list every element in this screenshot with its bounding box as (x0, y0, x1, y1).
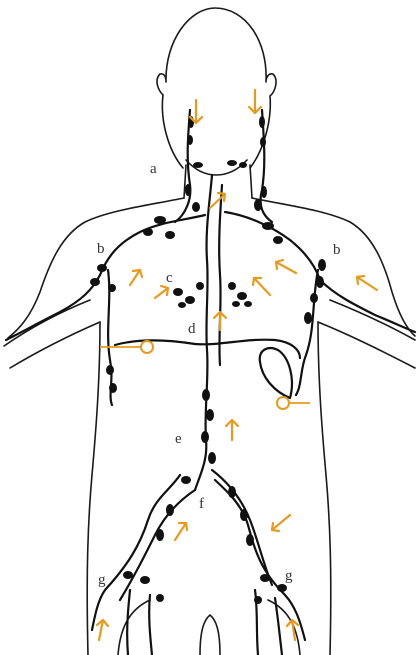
lymph-node (109, 383, 117, 393)
left-leg-vessel-1 (127, 590, 130, 655)
lymph-node (260, 574, 270, 582)
lymph-node (254, 199, 262, 211)
label-f: f (199, 496, 204, 512)
lymph-node (237, 292, 247, 300)
head-outline (157, 8, 276, 168)
right-axillary (320, 280, 415, 332)
left-arm-mid (4, 300, 90, 346)
label-a: a (150, 161, 157, 177)
down-arrow-icon (249, 90, 261, 113)
lymph-node (228, 282, 236, 290)
lymph-node (140, 576, 150, 584)
lymph-node (181, 476, 191, 484)
lymph-node (97, 264, 107, 272)
lymph-node (261, 186, 267, 198)
lymph-node (228, 486, 236, 498)
left-subclavian (100, 215, 205, 275)
lymph-node (310, 293, 318, 303)
left-leg-vessel-2 (149, 595, 152, 655)
lymph-node (187, 135, 193, 145)
lymph-node (318, 259, 326, 271)
lymph-node (185, 184, 191, 196)
lymph-node (178, 302, 186, 308)
lymph-node (166, 504, 174, 516)
up-arrow-icon (190, 100, 202, 123)
thoracic-duct-parallel (219, 185, 222, 365)
spleen-loop (260, 348, 292, 398)
right-arm-inner (318, 322, 415, 368)
up-arrow-icon (253, 278, 270, 295)
jaw-outline (186, 160, 247, 175)
circle-pointer-icon (277, 397, 289, 409)
lymph-node (259, 116, 265, 128)
lymph-node (196, 282, 204, 290)
lymph-node (316, 276, 324, 288)
label-b-left: b (97, 241, 105, 257)
label-d: d (188, 321, 196, 337)
label-e: e (175, 431, 182, 447)
lymph-node (156, 529, 164, 541)
right-lateral-trunk (296, 270, 318, 395)
label-c: c (166, 270, 173, 286)
lymph-node (108, 284, 116, 292)
body-outline (4, 8, 415, 655)
circle-pointer-icon (141, 341, 153, 353)
lymph-node (123, 571, 133, 579)
lymph-node (277, 584, 287, 592)
right-iliac (215, 480, 305, 640)
up-arrow-icon (214, 312, 226, 330)
neck-vessel-left (175, 110, 190, 222)
lymph-node (232, 301, 240, 307)
labels: a b b c d e f g g (97, 161, 341, 588)
lymph-node (227, 160, 237, 166)
lymph-node (240, 509, 248, 521)
lymph-node (304, 312, 312, 324)
lymph-vessels (6, 110, 415, 655)
lymph-node (206, 409, 214, 421)
left-axillary (6, 275, 100, 340)
lymph-node (262, 222, 274, 230)
lymph-node (239, 162, 247, 168)
lymph-node (143, 228, 153, 236)
lymph-node (154, 216, 166, 224)
lymph-node (201, 431, 209, 443)
up-arrow-icon (210, 193, 225, 208)
lymph-node (260, 137, 266, 147)
groin-center (200, 615, 220, 655)
lymph-node (173, 288, 183, 296)
left-iliac (92, 475, 180, 630)
lymph-node (273, 236, 283, 244)
lymph-node (244, 301, 252, 307)
lymph-node (193, 162, 203, 168)
lymph-node (165, 231, 175, 239)
lymph-node (90, 278, 100, 286)
up-arrow-icon (276, 260, 296, 273)
lymph-node (192, 202, 200, 212)
lymph-node (156, 594, 164, 602)
down-arrow-icon (272, 515, 290, 531)
lymph-node (254, 596, 262, 604)
lymph-node (106, 365, 114, 375)
up-arrow-icon (97, 620, 108, 640)
left-lumbar (120, 490, 195, 600)
lymph-node (208, 452, 216, 464)
right-torso-side (318, 322, 331, 655)
up-arrow-icon (155, 286, 168, 298)
up-arrow-icon (357, 276, 377, 290)
label-g-right: g (285, 568, 293, 584)
lymph-node (185, 296, 195, 304)
label-b-right: b (333, 242, 341, 258)
left-leg-inner (118, 600, 150, 655)
lymph-node (202, 389, 210, 401)
up-arrow-icon (130, 270, 142, 285)
neck-right (250, 165, 252, 198)
thoracic-duct (195, 175, 212, 490)
up-arrow-icon (226, 420, 238, 440)
label-g-left: g (98, 572, 106, 588)
flow-arrows (97, 90, 377, 640)
up-arrow-icon (175, 523, 187, 540)
lymph-node (246, 534, 254, 546)
left-arm-inner (10, 322, 100, 368)
